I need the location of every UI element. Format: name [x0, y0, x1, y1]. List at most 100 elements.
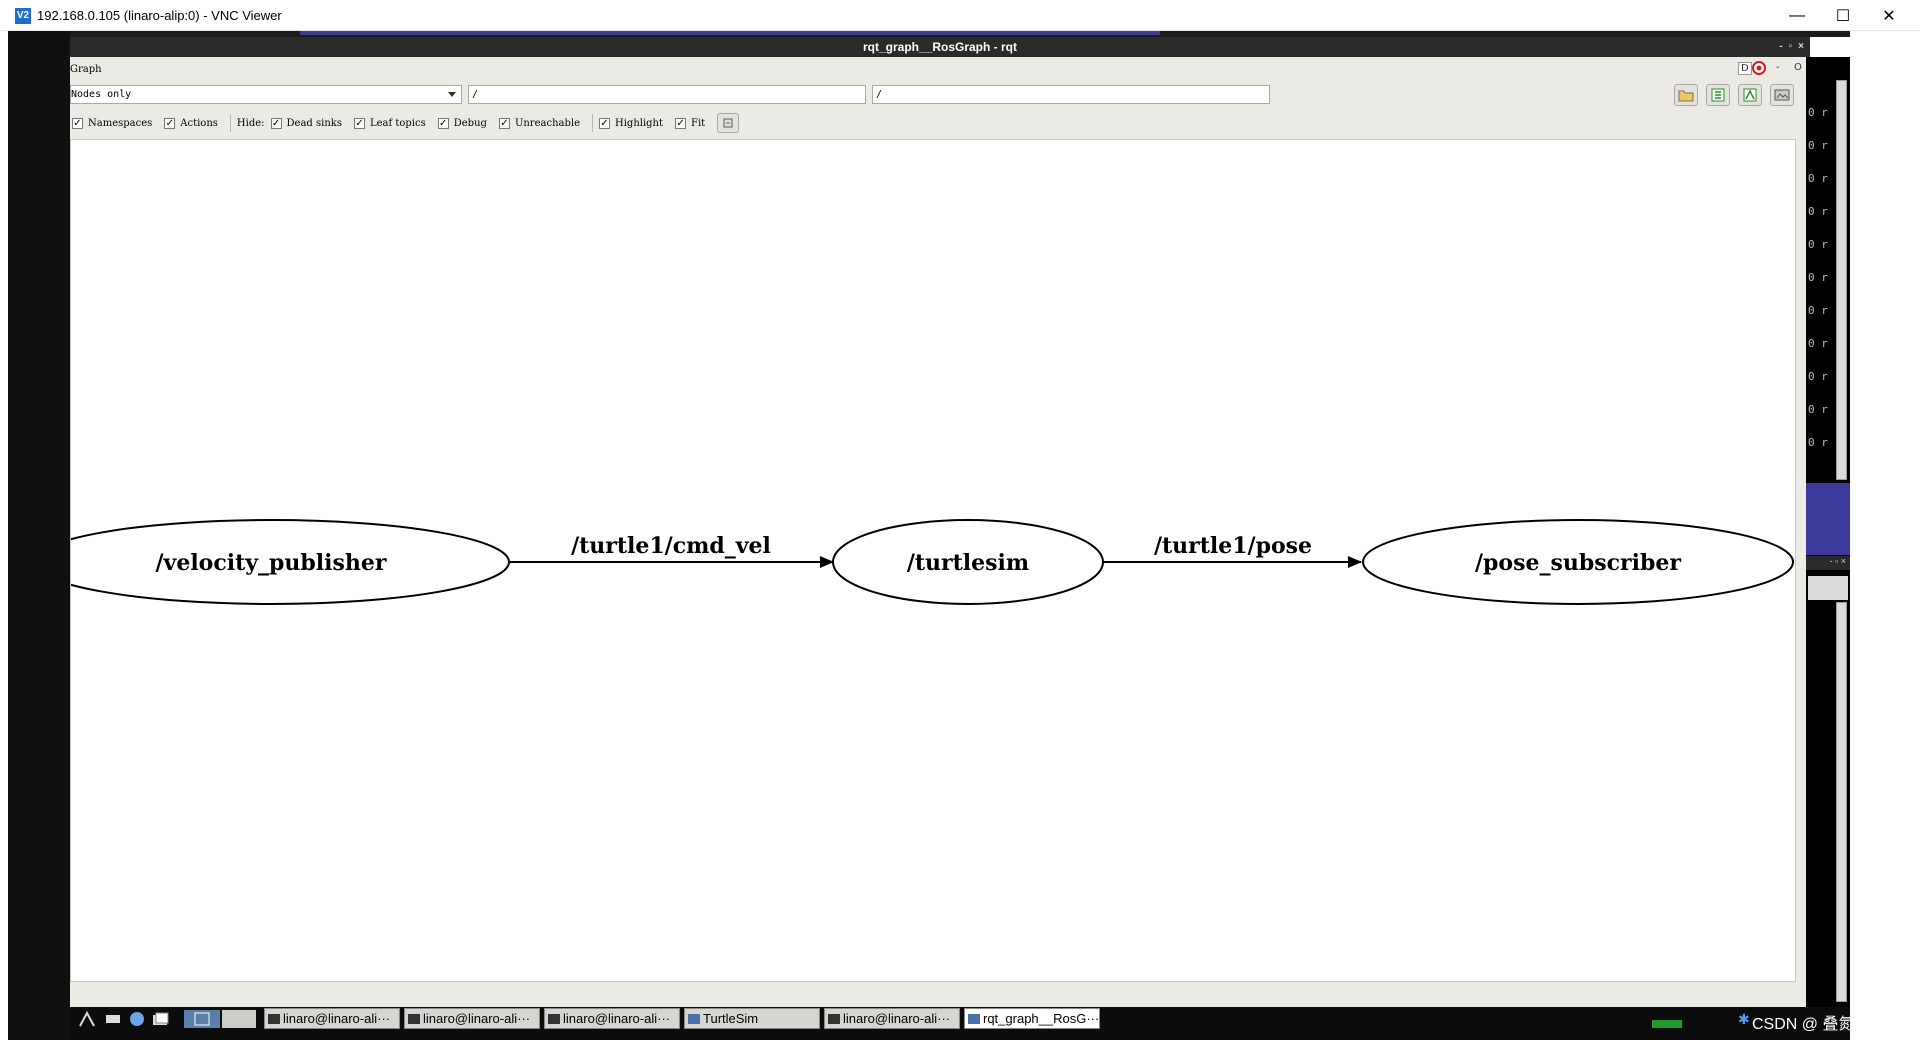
options-row: ✓ Namespaces ✓Actions Hide: ✓ Dead sinks ✓…: [72, 113, 740, 133]
actions-checkbox[interactable]: ✓Actions: [164, 117, 218, 129]
dead-sinks-checkbox[interactable]: ✓ Dead sinks: [270, 117, 342, 129]
terminal-scrollbar[interactable]: [1836, 80, 1847, 480]
graph-node-velocity-publisher[interactable]: /velocity_publisher: [71, 519, 510, 605]
refresh-icon: [723, 118, 733, 128]
node-label-turtlesim: /turtlesim: [907, 550, 1029, 576]
checkbox-check-icon: ✓: [498, 117, 510, 129]
terminal2-close-button[interactable]: ×: [1840, 556, 1846, 566]
terminal-row: 0 r: [1808, 436, 1828, 449]
task-label: linaro@linaro-ali···: [843, 1011, 951, 1026]
rqt-close-button[interactable]: ×: [1798, 41, 1804, 52]
namespaces-checkbox[interactable]: ✓ Namespaces: [72, 117, 153, 129]
rqt-minimize-button[interactable]: -: [1779, 41, 1783, 52]
fit-checkbox[interactable]: ✓ Fit: [675, 117, 706, 129]
dead-sinks-label: Dead sinks: [286, 117, 342, 129]
watermark-text: CSDN @ 叠氮酸氧铍: [1752, 1016, 1903, 1033]
rqt-maximize-button[interactable]: ▫: [1788, 41, 1793, 52]
plugin-title: Graph: [70, 64, 102, 75]
browser-launcher-icon[interactable]: [128, 1010, 146, 1028]
leaf-topics-checkbox[interactable]: ✓Leaf topics: [353, 117, 426, 129]
node-label-pose-subscriber: /pose_subscriber: [1475, 550, 1681, 576]
task-label: linaro@linaro-ali···: [423, 1011, 531, 1026]
save-svg-icon: [1743, 88, 1757, 102]
remote-left-strip: [8, 31, 70, 1040]
checkbox-check-icon: ✓: [675, 117, 687, 129]
vnc-left-border: [0, 31, 8, 1040]
terminal-rows: 0 r 0 r 0 r 0 r 0 r 0 r 0 r 0 r 0 r 0 r …: [1808, 96, 1842, 459]
topic-filter-input[interactable]: /: [872, 85, 1270, 104]
maximize-button[interactable]: ☐: [1835, 7, 1851, 25]
minimize-button[interactable]: —: [1789, 6, 1805, 24]
remote-desktop-highlight: [300, 31, 1160, 35]
turtlesim-icon: [688, 1013, 700, 1024]
task-label: TurtleSim: [703, 1011, 759, 1026]
options-separator: [229, 114, 231, 132]
save-graph-icon: [1711, 88, 1725, 102]
taskbar-item-terminal-1[interactable]: linaro@linaro-ali···: [264, 1008, 400, 1029]
checkbox-check-icon: ✓: [599, 117, 610, 129]
refresh-button[interactable]: [717, 113, 740, 133]
terminal-row: 0 r: [1808, 403, 1828, 416]
ros-graph: /turtle1/cmd_vel /turtle1/pose /velocity…: [71, 519, 1794, 605]
task-label: rqt_graph__RosG···: [983, 1011, 1100, 1026]
vnc-window-title: 192.168.0.105 (linaro-alip:0) - VNC View…: [37, 8, 282, 23]
terminal-row: 0 r: [1808, 238, 1828, 251]
taskbar-item-turtlesim[interactable]: TurtleSim: [684, 1008, 820, 1029]
checkbox-check-icon: ✓: [164, 117, 176, 129]
save-dot-button[interactable]: [1706, 84, 1730, 106]
load-dot-button[interactable]: [1674, 84, 1698, 106]
namespaces-label: Namespaces: [88, 117, 153, 129]
save-image-button[interactable]: [1770, 84, 1794, 106]
fit-label: Fit: [691, 117, 706, 129]
workspace-switcher[interactable]: [222, 1010, 256, 1028]
plugin-minimize-button[interactable]: -: [1776, 62, 1780, 73]
graph-node-pose-subscriber[interactable]: /pose_subscriber: [1362, 519, 1794, 605]
graph-mode-select[interactable]: Nodes only: [70, 85, 462, 104]
terminal-row: 0 r: [1808, 304, 1828, 317]
bluetooth-icon[interactable]: ✱: [1738, 1011, 1750, 1027]
show-desktop-icon[interactable]: [184, 1010, 220, 1028]
plugin-badge[interactable]: D: [1738, 62, 1752, 75]
options-separator: [592, 114, 593, 132]
checkbox-check-icon: ✓: [72, 117, 83, 129]
taskbar-item-terminal-2[interactable]: linaro@linaro-ali···: [404, 1008, 540, 1029]
edge-label-cmd-vel: /turtle1/cmd_vel: [571, 533, 771, 559]
chevron-down-icon: [448, 92, 456, 97]
terminal-icon: [548, 1013, 560, 1024]
graph-node-turtlesim[interactable]: /turtlesim: [832, 519, 1104, 605]
terminal2-scrollbar[interactable]: [1836, 602, 1847, 1002]
terminal-selection-bar: [1806, 483, 1850, 555]
highlight-checkbox[interactable]: ✓Highlight: [599, 117, 663, 129]
close-button[interactable]: ✕: [1882, 7, 1896, 25]
unreachable-label: Unreachable: [514, 117, 580, 129]
checkbox-check-icon: ✓: [353, 117, 365, 129]
terminal-row: 0 r: [1808, 370, 1828, 383]
start-menu-icon[interactable]: [78, 1010, 96, 1028]
help-icon[interactable]: [1752, 61, 1766, 78]
debug-checkbox[interactable]: ✓ Debug: [437, 117, 487, 129]
rqt-window-title: rqt_graph__RosGraph - rqt: [862, 40, 1018, 54]
terminal-launcher-icon[interactable]: [104, 1010, 122, 1028]
rqt-icon: [968, 1013, 980, 1024]
taskbar-item-terminal-4[interactable]: linaro@linaro-ali···: [824, 1008, 960, 1029]
task-label: linaro@linaro-ali···: [283, 1011, 391, 1026]
plugin-close-button[interactable]: O: [1794, 62, 1802, 73]
hide-label: Hide:: [236, 117, 265, 129]
terminal-row: 0 r: [1808, 139, 1828, 152]
terminal2-minimize-button[interactable]: -: [1829, 556, 1833, 566]
debug-label: Debug: [453, 117, 487, 129]
file-manager-icon[interactable]: [152, 1010, 170, 1028]
graph-canvas[interactable]: /turtle1/cmd_vel /turtle1/pose /velocity…: [70, 139, 1796, 982]
checkbox-check-icon: ✓: [270, 117, 282, 129]
taskbar-item-rqt-graph[interactable]: rqt_graph__RosG···: [964, 1008, 1100, 1029]
terminal-row: 0 r: [1808, 337, 1828, 350]
save-svg-button[interactable]: [1738, 84, 1762, 106]
checkbox-check-icon: ✓: [437, 117, 449, 129]
folder-icon: [1678, 90, 1694, 102]
node-filter-input[interactable]: /: [468, 85, 866, 104]
vnc-right-area: [1850, 31, 1920, 1040]
terminal-icon: [408, 1013, 420, 1024]
taskbar-item-terminal-3[interactable]: linaro@linaro-ali···: [544, 1008, 680, 1029]
unreachable-checkbox[interactable]: ✓ Unreachable: [498, 117, 580, 129]
terminal2-maximize-button[interactable]: ▫: [1835, 556, 1839, 566]
